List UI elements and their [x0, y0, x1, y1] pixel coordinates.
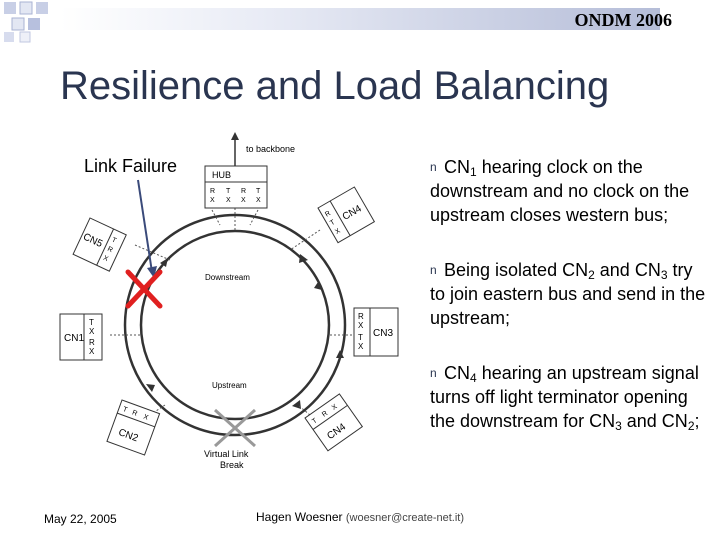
svg-text:R: R	[89, 338, 95, 347]
svg-text:T: T	[256, 188, 261, 195]
node-cn1: CN1 T X R X	[59, 313, 103, 361]
svg-text:X: X	[210, 197, 215, 204]
virtual-link-break-label: Virtual Link	[204, 449, 249, 459]
svg-text:X: X	[89, 327, 95, 336]
bullet-marker: n	[430, 366, 437, 380]
node-cn-lower-right: T R X CN4	[304, 393, 364, 452]
svg-text:X: X	[226, 197, 231, 204]
svg-text:R: R	[358, 312, 364, 321]
hub-node: HUB R X T X R X T X	[204, 165, 268, 209]
node-cn5: CN5 T R X	[72, 217, 127, 272]
svg-text:T: T	[329, 219, 337, 228]
svg-text:CN1: CN1	[64, 333, 84, 344]
svg-text:T: T	[110, 237, 117, 245]
svg-text:X: X	[89, 347, 95, 356]
virtual-link-break-label-2: Break	[220, 460, 244, 470]
downstream-label: Downstream	[205, 273, 250, 282]
svg-text:T: T	[89, 318, 94, 327]
svg-text:R: R	[106, 246, 114, 254]
svg-text:X: X	[241, 197, 246, 204]
svg-text:X: X	[331, 403, 339, 412]
footer-date: May 22, 2005	[44, 512, 117, 526]
svg-text:T: T	[122, 406, 129, 414]
conference-name: ONDM 2006	[574, 10, 673, 30]
ring-network-diagram: to backbone HUB R X T X R X T X CN5 T R …	[59, 132, 399, 470]
svg-text:X: X	[334, 227, 342, 236]
slide-header: ONDM 2006	[0, 0, 720, 44]
svg-text:R: R	[321, 410, 329, 419]
svg-text:X: X	[256, 197, 261, 204]
svg-text:CN3: CN3	[373, 328, 393, 339]
svg-text:X: X	[142, 414, 149, 422]
svg-text:T: T	[226, 188, 231, 195]
hub-rx1: R	[210, 188, 215, 195]
svg-text:X: X	[358, 342, 364, 351]
hub-label: HUB	[212, 170, 231, 180]
node-cn4: R T X CN4	[317, 186, 376, 244]
outer-ring	[123, 213, 347, 437]
svg-text:X: X	[102, 255, 109, 263]
upstream-label: Upstream	[212, 381, 247, 390]
author-name: Hagen Woesner	[256, 510, 343, 524]
bullet-marker: n	[430, 160, 437, 174]
svg-text:R: R	[324, 210, 332, 219]
link-failure-arrow	[137, 179, 153, 273]
svg-text:T: T	[311, 417, 319, 426]
slide-title: Resilience and Load Balancing	[60, 64, 610, 108]
footer-author: Hagen Woesner (woesner@create-net.it)	[256, 510, 464, 524]
svg-text:T: T	[358, 333, 363, 342]
svg-text:X: X	[358, 321, 364, 330]
corner-decoration-squares	[4, 1, 48, 43]
author-email: (woesner@create-net.it)	[345, 512, 464, 524]
bullet-marker: n	[430, 263, 437, 277]
virtual-break-mark	[213, 408, 257, 448]
svg-text:R: R	[131, 409, 138, 417]
node-cn2: T R X CN2	[106, 399, 161, 456]
ring-arrows	[146, 254, 344, 409]
failure-x-mark	[125, 269, 163, 309]
header-gradient-band	[60, 8, 660, 30]
svg-text:R: R	[241, 188, 246, 195]
to-backbone-label: to backbone	[246, 144, 295, 154]
node-cn3: R X T X CN3	[353, 307, 399, 357]
inner-ring	[139, 229, 331, 421]
link-failure-label: Link Failure	[84, 156, 178, 176]
dashed-links	[110, 160, 355, 416]
